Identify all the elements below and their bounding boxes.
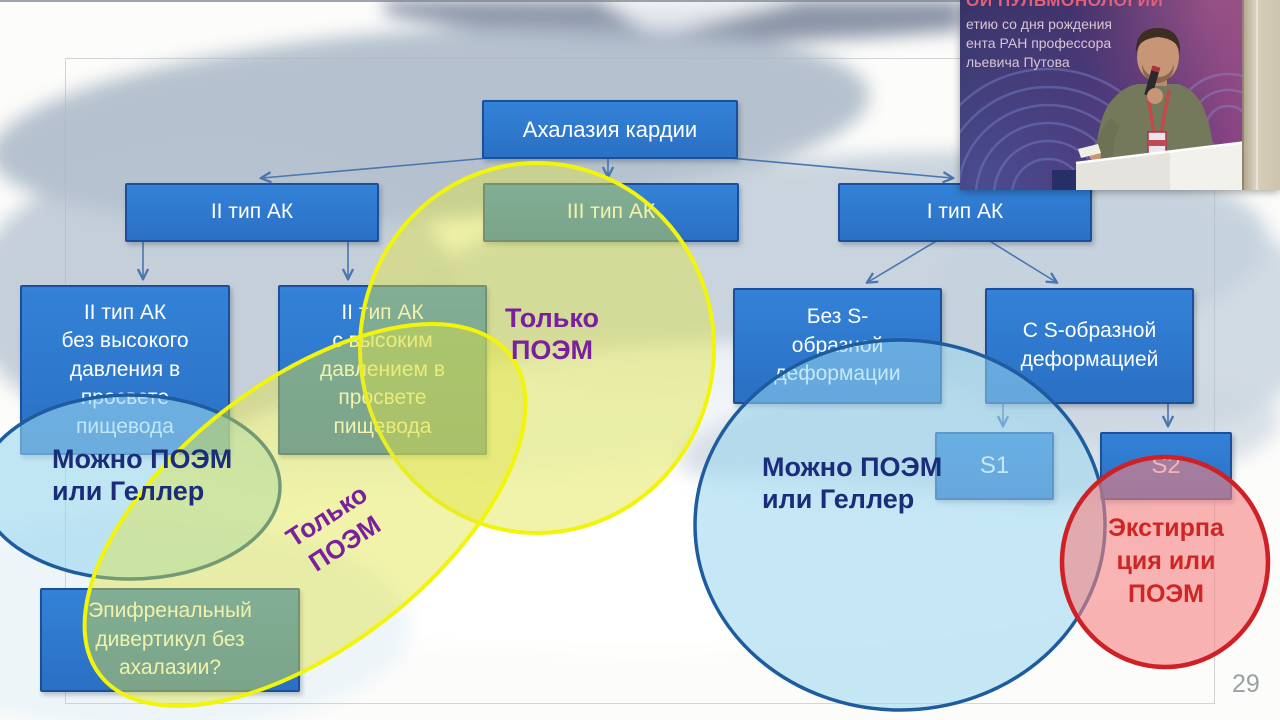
label-poem-only-type3: Только ПОЭМ	[504, 303, 599, 365]
top-edge-line	[0, 0, 1280, 2]
speaker-mic-hand	[1147, 88, 1163, 104]
paper-notes	[1078, 144, 1101, 158]
node-type2-no-high-pressure: II тип АК без высокого давления в просве…	[20, 285, 230, 455]
node-type3: III тип АК	[483, 183, 739, 242]
label-can-poem-right: Можно ПОЭМ или Геллер	[762, 452, 943, 514]
node-type1: I тип АК	[838, 183, 1092, 242]
node-achalasia-root: Ахалазия кардии	[482, 100, 738, 159]
node-epiphrenic-diverticulum: Эпифренальный дивертикул без ахалазии?	[40, 588, 300, 692]
speaker-video-overlay: ОЙ ПУЛЬМОНОЛОГИИ етию со дня рождения ен…	[960, 0, 1280, 190]
banner-line: льевича Путова	[966, 54, 1070, 70]
label-can-poem-left: Можно ПОЭМ или Геллер	[52, 444, 233, 506]
speaker-figure	[1052, 28, 1280, 190]
banner-title: ОЙ ПУЛЬМОНОЛОГИИ	[966, 0, 1164, 10]
label-extirpation-or-poem: Экстирпа ция или ПОЭМ	[1108, 514, 1224, 608]
microphone	[1144, 65, 1161, 97]
node-s2: S2	[1100, 432, 1232, 500]
beige-wall	[1242, 0, 1280, 190]
podium-shade	[1076, 152, 1170, 190]
banner-subtitle: етию со дня рождения ента РАН профессора…	[966, 15, 1112, 72]
badge-stripe	[1148, 140, 1166, 146]
banner-line: етию со дня рождения	[966, 16, 1113, 32]
banner-line: ента РАН профессора	[966, 35, 1112, 51]
node-type2-high-pressure: II тип АК с высоким давлением в просвете…	[278, 285, 487, 455]
node-type2: II тип АК	[125, 183, 379, 242]
speaker-face	[1137, 32, 1179, 82]
page-number: 29	[1232, 670, 1260, 698]
node-no-s-deformation: Без S- образной деформации	[733, 288, 942, 404]
node-s-deformation: С S-образной деформацией	[985, 288, 1194, 404]
speaker-hair	[1135, 28, 1181, 56]
